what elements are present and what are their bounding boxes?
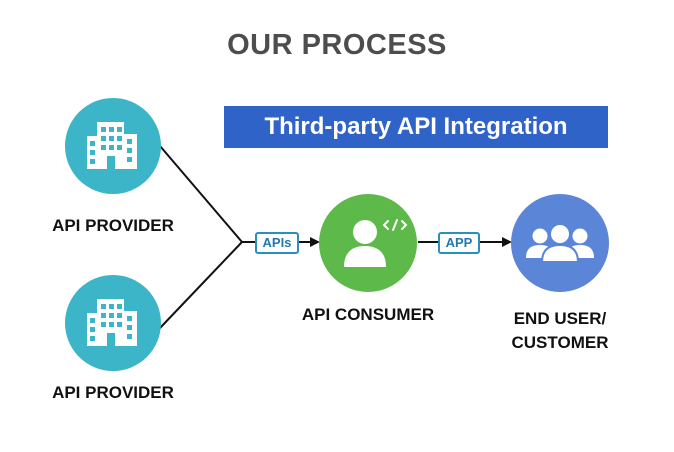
consumer-label: API CONSUMER [301,305,435,324]
consumer-icon [319,194,417,292]
provider-bottom-connector-line [159,241,243,329]
provider-bottom-label: API PROVIDER [52,383,174,402]
provider-top-label: API PROVIDER [52,216,174,235]
provider-top-icon [65,98,161,194]
end-user-icon [511,194,609,292]
end-user-label-line2: CUSTOMER [511,333,609,352]
app-connector-label: APP [438,232,480,254]
page-title: OUR PROCESS [227,29,447,61]
provider-top-connector-line [159,145,243,243]
end-user-label-line1: END USER/ [513,309,607,328]
apis-connector-label: APIs [255,232,299,254]
integration-banner: Third-party API Integration [224,106,608,148]
provider-bottom-icon [65,275,161,371]
code-tag-icon [382,219,408,231]
